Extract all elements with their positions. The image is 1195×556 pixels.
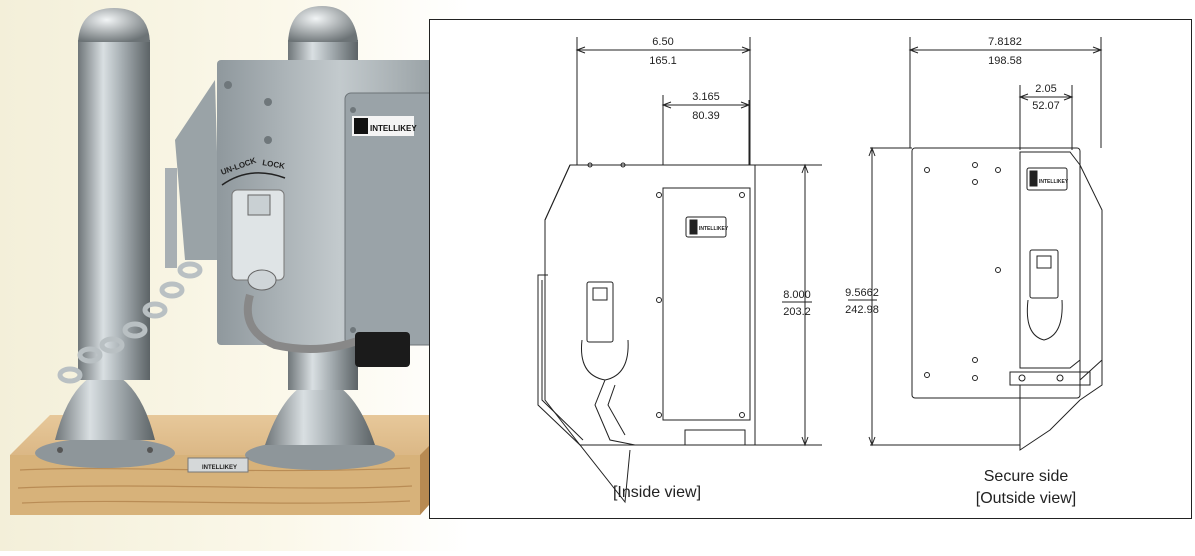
mount-bar [165, 168, 177, 268]
outside-narrow-width-in: 2.05 [1035, 83, 1056, 95]
outside-view [868, 37, 1103, 451]
outside-width-in: 7.8182 [988, 36, 1022, 48]
inside-width-mm: 165.1 [649, 55, 677, 67]
inside-half-width-in: 3.165 [692, 91, 720, 103]
chain [57, 239, 211, 384]
inside-height-in: 8.000 [783, 289, 811, 301]
inside-width-in: 6.50 [652, 36, 673, 48]
outside-view-caption-line1: Secure side [984, 468, 1069, 485]
outside-view-caption-line2: [Outside view] [976, 490, 1076, 507]
dimension-drawing: 6.50 165.1 3.165 80.39 8.000 203.2 INTEL… [537, 36, 1103, 507]
photo-brand-label: INTELLIKEY [370, 124, 417, 133]
inside-half-width-mm: 80.39 [692, 110, 720, 122]
inside-dimensions: 6.50 165.1 3.165 80.39 8.000 203.2 INTEL… [613, 36, 812, 501]
lock-label: LOCK [262, 158, 286, 171]
lock-housing: INTELLIKEY UN-LOCK LOCK [175, 60, 468, 367]
inside-brand-badge: INTELLIKEY [699, 226, 729, 232]
inside-height-mm: 203.2 [783, 306, 811, 318]
inside-view-caption: [Inside view] [613, 484, 701, 501]
outside-height-in: 9.5662 [845, 287, 879, 299]
outside-width-mm: 198.58 [988, 55, 1022, 67]
inside-view [537, 37, 822, 504]
nameplate-brand: INTELLIKEY [202, 465, 237, 471]
outside-height-mm: 242.98 [845, 304, 879, 316]
nameplate: INTELLIKEY [187, 457, 249, 473]
lock-device-illustration: INTELLIKEY UN-LOCK LOCK INTELLIKEY [10, 6, 468, 515]
product-photo: INTELLIKEY UN-LOCK LOCK INTELLIKEY [0, 0, 470, 551]
left-post [35, 8, 175, 468]
outside-narrow-width-mm: 52.07 [1032, 100, 1060, 112]
technical-drawing: 6.50 165.1 3.165 80.39 8.000 203.2 INTEL… [429, 19, 1192, 519]
outside-dimensions: 7.8182 198.58 2.05 52.07 9.5662 242.98 I… [845, 36, 1076, 507]
outside-brand-badge: INTELLIKEY [1039, 179, 1069, 185]
